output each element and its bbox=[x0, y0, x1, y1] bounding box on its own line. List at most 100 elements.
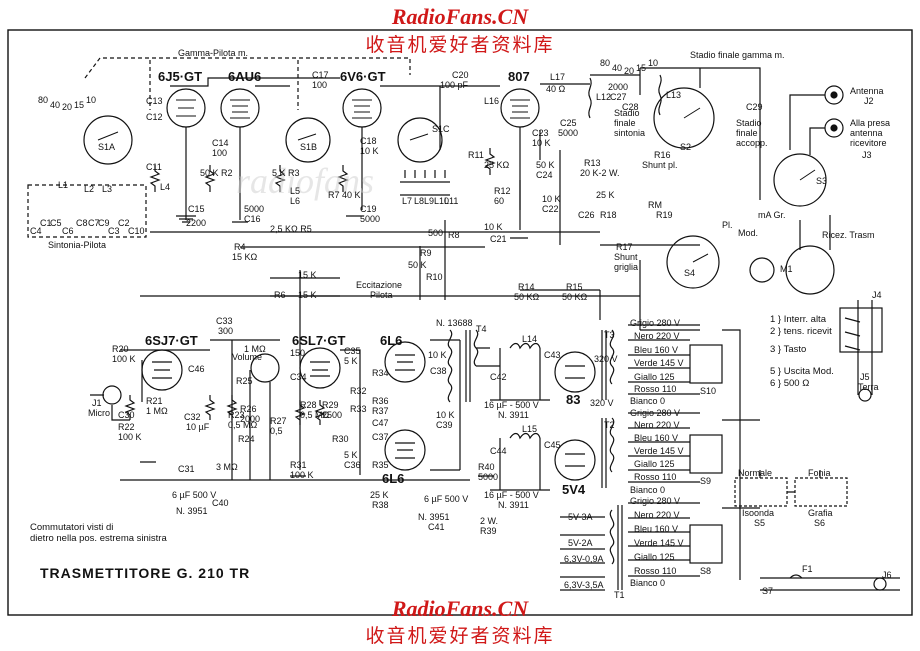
label-l7: L7 bbox=[402, 196, 413, 206]
label-finale-sintonia-2: finale bbox=[614, 118, 636, 128]
tube-label-6l6-b: 6L6 bbox=[382, 471, 405, 486]
wafer-s2 bbox=[653, 87, 715, 149]
label-c39: C39 bbox=[436, 420, 453, 430]
label-c26: C26 bbox=[578, 210, 595, 220]
label-r7: R7 40 K bbox=[328, 190, 361, 200]
label-c35v: 5 K bbox=[344, 356, 358, 366]
label-c42: C42 bbox=[490, 372, 507, 382]
t1-tap-5: Rosso 110 bbox=[634, 566, 677, 576]
label-r6: R6 bbox=[274, 290, 286, 300]
tube-6l6-b bbox=[384, 429, 426, 471]
label-r22: R22 bbox=[118, 422, 135, 432]
label-c23v: 10 K bbox=[532, 138, 551, 148]
rf-bplus-rail bbox=[140, 231, 640, 297]
wafer-s1a bbox=[83, 115, 133, 165]
gamma-pilota-dashed bbox=[84, 57, 411, 79]
tube-83 bbox=[554, 351, 596, 393]
label-c6: C6 bbox=[62, 226, 74, 236]
label-m1: M1 bbox=[780, 264, 793, 274]
t2-tap-4: Giallo 125 bbox=[634, 459, 675, 469]
t1-tap-4: Giallo 125 bbox=[634, 552, 675, 562]
label-s9: S9 bbox=[700, 476, 712, 486]
label-terra: Terra bbox=[858, 382, 879, 392]
label-cap16bn: N. 3911 bbox=[498, 500, 529, 510]
label-c40v: 6 µF 500 V bbox=[172, 490, 217, 500]
plug-j6 bbox=[873, 577, 887, 591]
label-j3: J3 bbox=[862, 150, 872, 160]
tap-switch-s9 bbox=[689, 434, 723, 474]
dial-left-10: 10 bbox=[86, 95, 97, 105]
pilot-excitation-network bbox=[270, 220, 446, 300]
label-l16: L16 bbox=[484, 96, 500, 106]
t1-sec-5v3a: 5V-3A bbox=[568, 512, 593, 522]
label-r14v: 50 KΩ bbox=[514, 292, 540, 302]
label-v320a: 320 V bbox=[594, 354, 618, 364]
tube-label-5v4: 5V4 bbox=[562, 482, 586, 497]
wafer-s1b bbox=[285, 117, 331, 163]
terra-j5 bbox=[858, 388, 872, 402]
tube-label-6sj7: 6SJ7·GT bbox=[145, 333, 198, 348]
label-c32: C32 bbox=[184, 412, 201, 422]
fuse-f1 bbox=[789, 574, 803, 579]
tube-6sl7-b bbox=[250, 353, 280, 383]
sintonia-pilota-box bbox=[27, 184, 147, 238]
tube-6l6-a bbox=[384, 341, 426, 383]
label-r5: 2,5 KΩ R5 bbox=[270, 224, 312, 234]
label-cap16a: 16 µF - 500 V bbox=[484, 400, 539, 410]
dial-left-80: 80 bbox=[38, 95, 49, 105]
transformer-t2 bbox=[601, 417, 615, 488]
label-shunt-2: griglia bbox=[614, 262, 639, 272]
tube-6sl7 bbox=[299, 347, 341, 389]
watermark-site-top: RadioFans.CN bbox=[391, 4, 529, 29]
label-3mohm: 3 MΩ bbox=[216, 462, 238, 472]
label-r10v: 50 K bbox=[408, 260, 427, 270]
resistor-array-top bbox=[149, 148, 496, 192]
label-c33: C33 bbox=[216, 316, 233, 326]
label-c25: C25 bbox=[560, 118, 577, 128]
label-s6: S6 bbox=[814, 518, 826, 528]
label-r20: R20 bbox=[112, 344, 129, 354]
label-c24v: 50 K bbox=[536, 160, 555, 170]
label-c13: C13 bbox=[146, 96, 163, 106]
label-r12v: 60 bbox=[494, 196, 505, 206]
label-alla-presa-2: antenna bbox=[850, 128, 883, 138]
note-line-2: dietro nella pos. estrema sinistra bbox=[30, 533, 167, 544]
t1-tap-6: Bianco 0 bbox=[630, 578, 666, 588]
label-r13: R13 bbox=[584, 158, 601, 168]
label-t4: T4 bbox=[476, 324, 487, 334]
label-l11: L11 bbox=[444, 196, 459, 206]
watermark-cn-bottom: 收音机爱好者资料库 bbox=[365, 625, 555, 647]
label-r6v-b: 15 K bbox=[298, 290, 317, 300]
label-l9: L9 bbox=[424, 196, 435, 206]
label-r15v: 50 KΩ bbox=[562, 292, 588, 302]
label-r40v: 5000 bbox=[478, 472, 499, 482]
label-c27: C27 bbox=[610, 92, 627, 102]
label-c26v: 25 K bbox=[596, 190, 615, 200]
mains-cord bbox=[760, 577, 900, 591]
label-c19v: 5000 bbox=[360, 214, 381, 224]
label-s1a: S1A bbox=[98, 142, 116, 152]
label-r2: 50 K R2 bbox=[200, 168, 233, 178]
diagram-title: TRASMETTITORE G. 210 TR bbox=[40, 565, 251, 581]
t2-tap-0: Grigio 280 V bbox=[630, 408, 681, 418]
note-line-1: Commutatori visti di bbox=[30, 522, 114, 533]
label-l6: L6 bbox=[290, 196, 301, 206]
tap-switch-s10 bbox=[689, 344, 723, 384]
t2-tap-3: Verde 145 V bbox=[634, 446, 684, 456]
coil-l13 bbox=[658, 74, 662, 116]
label-r37: R37 bbox=[372, 406, 389, 416]
legend-line-4: 5 } Uscita Mod. bbox=[770, 366, 834, 377]
audio-resistors bbox=[124, 395, 326, 425]
choke-l15 bbox=[509, 432, 541, 440]
label-r18: R18 bbox=[600, 210, 617, 220]
label-c7: C7 bbox=[88, 218, 100, 228]
label-t3: T3 bbox=[604, 330, 615, 340]
label-c4: C4 bbox=[30, 226, 42, 236]
label-c28: C28 bbox=[622, 102, 639, 112]
label-shunt-pl: Shunt pl. bbox=[642, 160, 678, 170]
dial-left-40: 40 bbox=[50, 100, 61, 110]
t1-sec-5v2a: 5V-2A bbox=[568, 538, 593, 548]
tube-6v6 bbox=[342, 88, 382, 128]
label-gamma-pilota: Gamma-Pilota m. bbox=[178, 48, 249, 58]
label-s10: S10 bbox=[700, 386, 717, 396]
